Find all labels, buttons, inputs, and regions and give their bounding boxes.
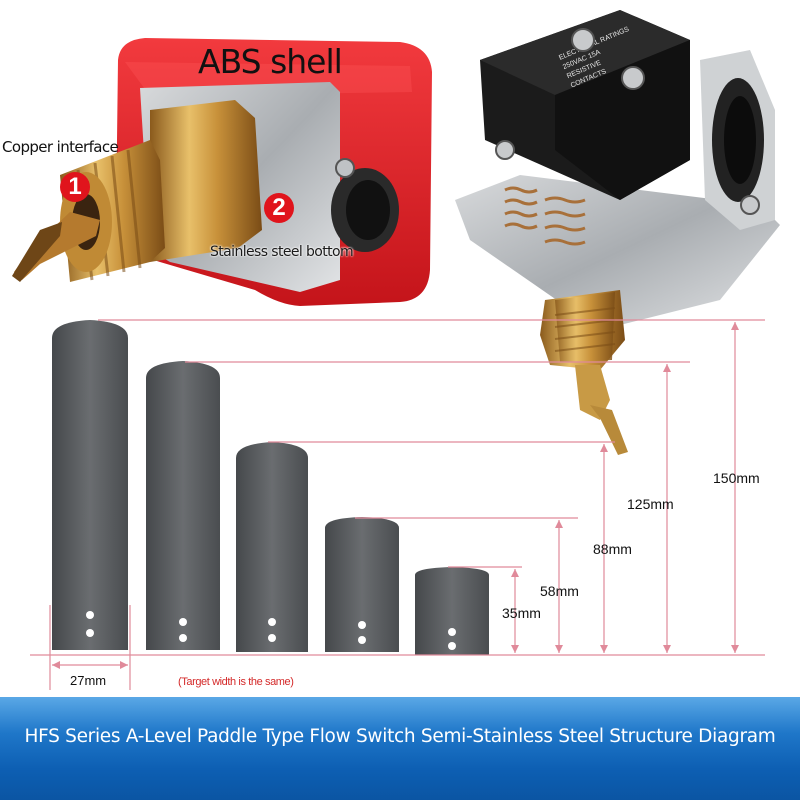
abs-shell-switch-photo [12,38,432,306]
callout-badge-1: 1 [60,172,90,202]
screw-icon [571,28,595,52]
paddle-hole [448,642,456,650]
banner-title: HFS Series A-Level Paddle Type Flow Swit… [24,726,776,747]
switch-mechanism-photo: ELECTRICAL RATINGS 250VAC 15A RESISTIVE … [455,10,780,455]
dimension-label-150: 150mm [713,470,760,486]
target-width-note: (Target width is the same) [178,676,294,688]
title-banner [0,697,800,800]
dimension-label-88: 88mm [593,541,632,557]
paddle-hole [86,611,94,619]
paddle-150 [52,320,128,650]
paddle-hole [358,636,366,644]
dimension-label-35: 35mm [502,605,541,621]
width-label-27: 27mm [70,673,107,688]
stainless-steel-bottom-label: Stainless steel bottom [210,244,354,260]
paddle-set [52,320,489,655]
copper-interface-label: Copper interface [2,138,119,156]
paddle-hole [268,634,276,642]
dimension-label-58: 58mm [540,583,579,599]
paddle-hole [448,628,456,636]
paddle-88 [236,442,308,652]
dimension-lines [30,319,765,690]
screw-icon [740,195,760,215]
callout-badge-2: 2 [264,193,294,223]
paddle-hole [86,629,94,637]
paddle-hole [268,618,276,626]
dimension-arrowheads [52,322,739,669]
paddle-35 [415,567,489,655]
screw-icon [495,140,515,160]
abs-shell-label: ABS shell [198,42,343,81]
screw-icon [621,66,645,90]
paddle-hole [179,634,187,642]
paddle-hole [179,618,187,626]
paddle-hole [358,621,366,629]
paddle-125 [146,361,220,650]
dimension-label-125: 125mm [627,496,674,512]
paddle-58 [325,517,399,652]
